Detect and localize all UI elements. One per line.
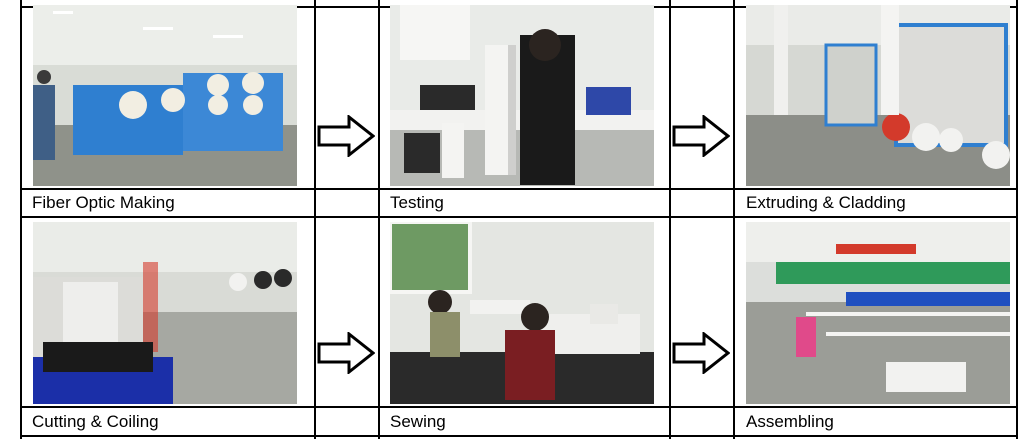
table-border	[669, 0, 671, 439]
table-border	[733, 0, 735, 439]
step-label: Cutting & Coiling	[32, 412, 159, 431]
right-arrow-icon	[672, 330, 731, 379]
table-border	[1016, 0, 1018, 439]
table-border	[314, 0, 316, 439]
assembling-photo	[746, 222, 1010, 404]
fiber-optic-making-photo	[33, 5, 297, 186]
step-label: Extruding & Cladding	[746, 193, 906, 212]
table-border	[20, 406, 1018, 408]
table-border	[20, 216, 1018, 218]
extruding-cladding-photo	[746, 5, 1010, 186]
testing-photo	[390, 5, 654, 186]
cutting-coiling-photo	[33, 222, 297, 404]
table-border	[20, 0, 22, 439]
right-arrow-icon	[317, 330, 376, 379]
step-label: Assembling	[746, 412, 834, 431]
sewing-photo	[390, 222, 654, 404]
table-border	[20, 188, 1018, 190]
step-label: Sewing	[390, 412, 446, 431]
step-label: Fiber Optic Making	[32, 193, 175, 212]
right-arrow-icon	[317, 113, 376, 162]
table-border	[378, 0, 380, 439]
right-arrow-icon	[672, 113, 731, 162]
step-label: Testing	[390, 193, 444, 212]
table-border	[20, 435, 1018, 437]
